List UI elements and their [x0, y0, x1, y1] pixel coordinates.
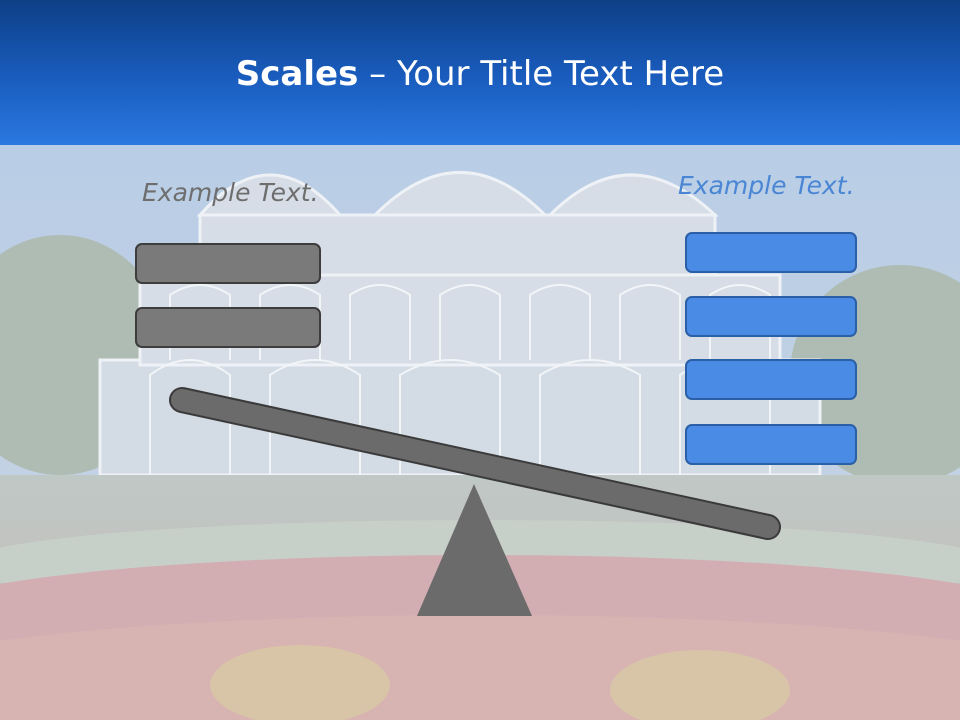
right-box [685, 359, 857, 400]
left-box [135, 243, 321, 284]
title-bar: Scales – Your Title Text Here [0, 0, 960, 145]
scale-beam-fill [171, 389, 779, 538]
scale-fulcrum [417, 484, 532, 616]
title-bold: Scales [235, 54, 359, 94]
right-box [685, 424, 857, 465]
left-box [135, 307, 321, 348]
right-box [685, 232, 857, 273]
slide-title: Scales – Your Title Text Here [0, 52, 960, 96]
right-box [685, 296, 857, 337]
title-rest: – Your Title Text Here [358, 54, 725, 94]
right-caption: Example Text. [678, 171, 855, 200]
left-caption: Example Text. [142, 178, 319, 207]
